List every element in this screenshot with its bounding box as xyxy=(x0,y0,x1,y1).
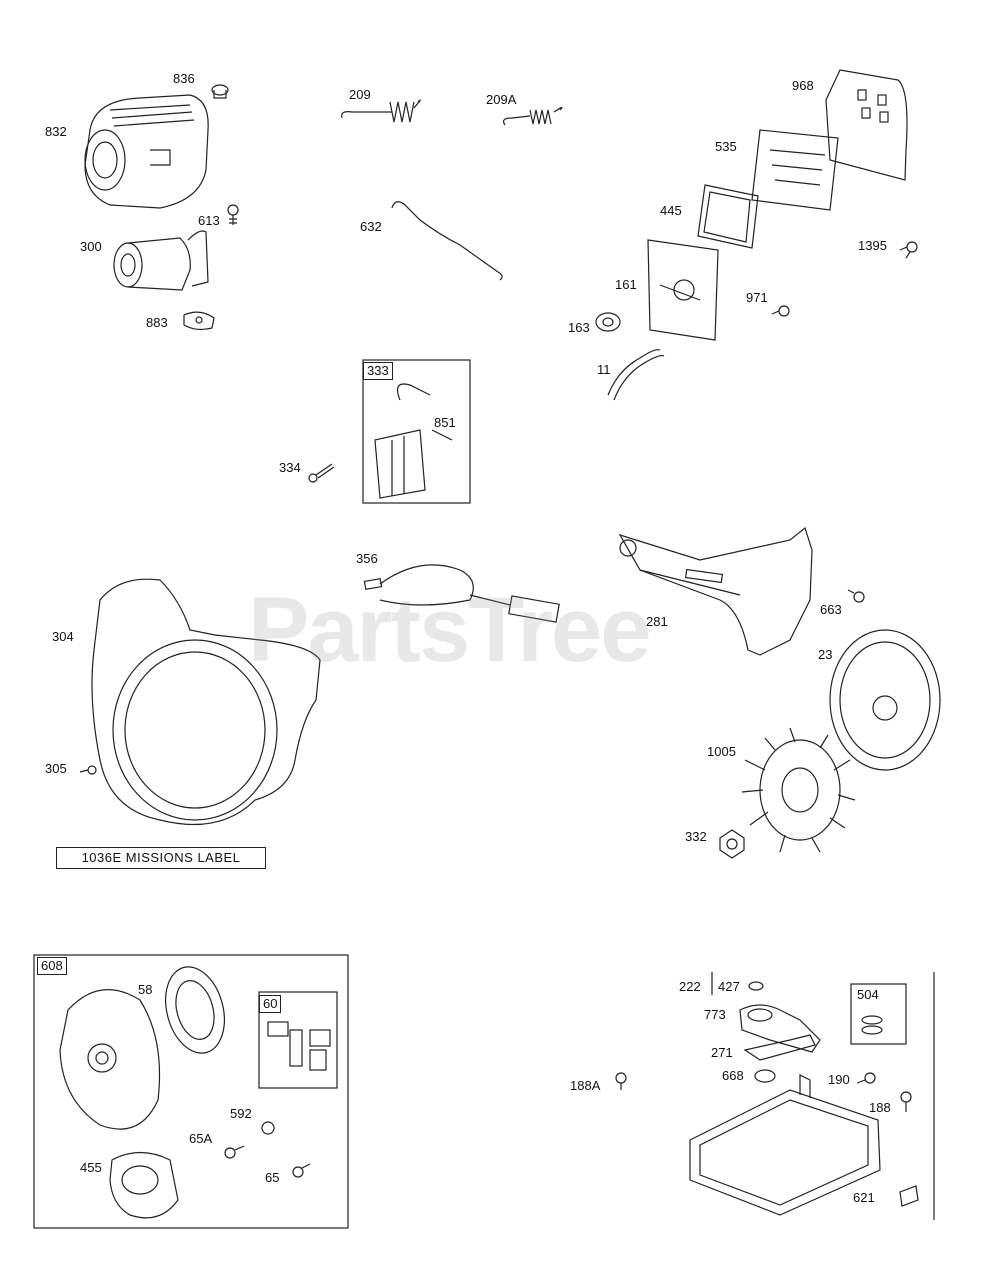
part-535-decal xyxy=(751,129,839,211)
callout-1395: 1395 xyxy=(858,238,887,253)
inset-60-frame xyxy=(258,991,338,1089)
callout-455: 455 xyxy=(80,1160,102,1175)
part-455-cup xyxy=(109,1151,179,1219)
callout-209: 209 xyxy=(349,87,371,102)
part-333-armature xyxy=(374,383,431,499)
part-65A-screw xyxy=(224,1145,245,1159)
callout-188: 188 xyxy=(869,1100,891,1115)
part-305-screw xyxy=(79,765,97,775)
callout-161: 161 xyxy=(615,277,637,292)
part-60-pawls xyxy=(267,1021,331,1071)
part-968-cover xyxy=(825,69,908,181)
callout-300: 300 xyxy=(80,239,102,254)
callout-971: 971 xyxy=(746,290,768,305)
watermark-trademark: ™ xyxy=(722,600,733,612)
callout-58: 58 xyxy=(138,982,153,997)
callout-65A: 65A xyxy=(189,1131,213,1146)
inset-333-frame xyxy=(362,359,471,504)
part-190-screw xyxy=(856,1072,876,1084)
part-632-link xyxy=(391,201,503,281)
callout-592: 592 xyxy=(230,1106,252,1121)
part-209A-spring xyxy=(502,106,563,126)
emissions-label: 1036E MISSIONS LABEL xyxy=(56,847,266,869)
callout-836: 836 xyxy=(173,71,195,86)
part-300-muffler xyxy=(113,230,209,291)
part-668-washer xyxy=(754,1069,776,1083)
part-base-frame xyxy=(689,1074,881,1216)
callout-334: 334 xyxy=(279,460,301,475)
callout-281: 281 xyxy=(646,614,668,629)
part-613-screw xyxy=(227,204,239,225)
callout-11: 11 xyxy=(597,362,611,377)
callout-271: 271 xyxy=(711,1045,733,1060)
callout-632: 632 xyxy=(360,219,382,234)
part-832-shroud xyxy=(84,94,209,209)
part-592-nut xyxy=(261,1121,275,1135)
part-1395-screw xyxy=(899,241,918,259)
part-1005-fan xyxy=(741,727,856,853)
callout-832: 832 xyxy=(45,124,67,139)
callout-613: 613 xyxy=(198,213,220,228)
part-608-starter xyxy=(59,989,161,1130)
part-663-screw xyxy=(847,589,865,603)
callout-23: 23 xyxy=(818,647,833,662)
inset-608-frame xyxy=(33,954,349,1229)
callout-504: 504 xyxy=(857,987,879,1002)
callout-968: 968 xyxy=(792,78,814,93)
part-23-flywheel xyxy=(829,629,941,771)
callout-222: 222 xyxy=(679,979,701,994)
callout-621: 621 xyxy=(853,1190,875,1205)
callout-445: 445 xyxy=(660,203,682,218)
part-161-base xyxy=(647,239,719,341)
part-356-wire xyxy=(363,564,560,623)
callout-427: 427 xyxy=(718,979,740,994)
callout-163: 163 xyxy=(568,320,590,335)
callout-883: 883 xyxy=(146,315,168,330)
part-209-spring xyxy=(341,99,421,123)
assembly-divider xyxy=(711,972,935,1220)
part-188-bolt xyxy=(900,1091,912,1112)
part-332-nut xyxy=(719,829,745,859)
callout-535: 535 xyxy=(715,139,737,154)
callout-608: 608 xyxy=(37,957,67,975)
inset-504-frame xyxy=(850,983,907,1045)
callout-668: 668 xyxy=(722,1068,744,1083)
callout-304: 304 xyxy=(52,629,74,644)
callout-209A: 209A xyxy=(486,92,517,107)
callout-333: 333 xyxy=(363,362,393,380)
part-281-bracket xyxy=(618,526,813,656)
part-188A-bolt xyxy=(615,1072,627,1090)
part-621-clip xyxy=(899,1185,919,1207)
part-883-gasket xyxy=(183,311,215,331)
callout-773: 773 xyxy=(704,1007,726,1022)
part-334-bolt xyxy=(308,463,335,483)
part-836-clip xyxy=(211,84,229,99)
part-58-spring xyxy=(165,966,225,1054)
callout-1005: 1005 xyxy=(707,744,736,759)
callout-332: 332 xyxy=(685,829,707,844)
callout-663: 663 xyxy=(820,602,842,617)
part-971-screw xyxy=(771,305,790,317)
part-445-filter xyxy=(697,184,759,249)
part-851-wire xyxy=(431,429,453,441)
callout-356: 356 xyxy=(356,551,378,566)
part-163-gasket xyxy=(595,312,621,332)
part-65-screw xyxy=(292,1163,311,1178)
callout-188A: 188A xyxy=(570,1078,601,1093)
callout-190: 190 xyxy=(828,1072,850,1087)
part-504-washers xyxy=(861,1015,883,1035)
part-11-tube xyxy=(607,349,665,401)
part-271-lever xyxy=(743,1034,816,1061)
callout-305: 305 xyxy=(45,761,67,776)
callout-851: 851 xyxy=(434,415,456,430)
part-427-nut xyxy=(748,981,764,991)
part-304-housing xyxy=(91,578,321,826)
part-773-plate xyxy=(739,1004,821,1053)
callout-65: 65 xyxy=(265,1170,280,1185)
callout-60: 60 xyxy=(259,995,282,1013)
